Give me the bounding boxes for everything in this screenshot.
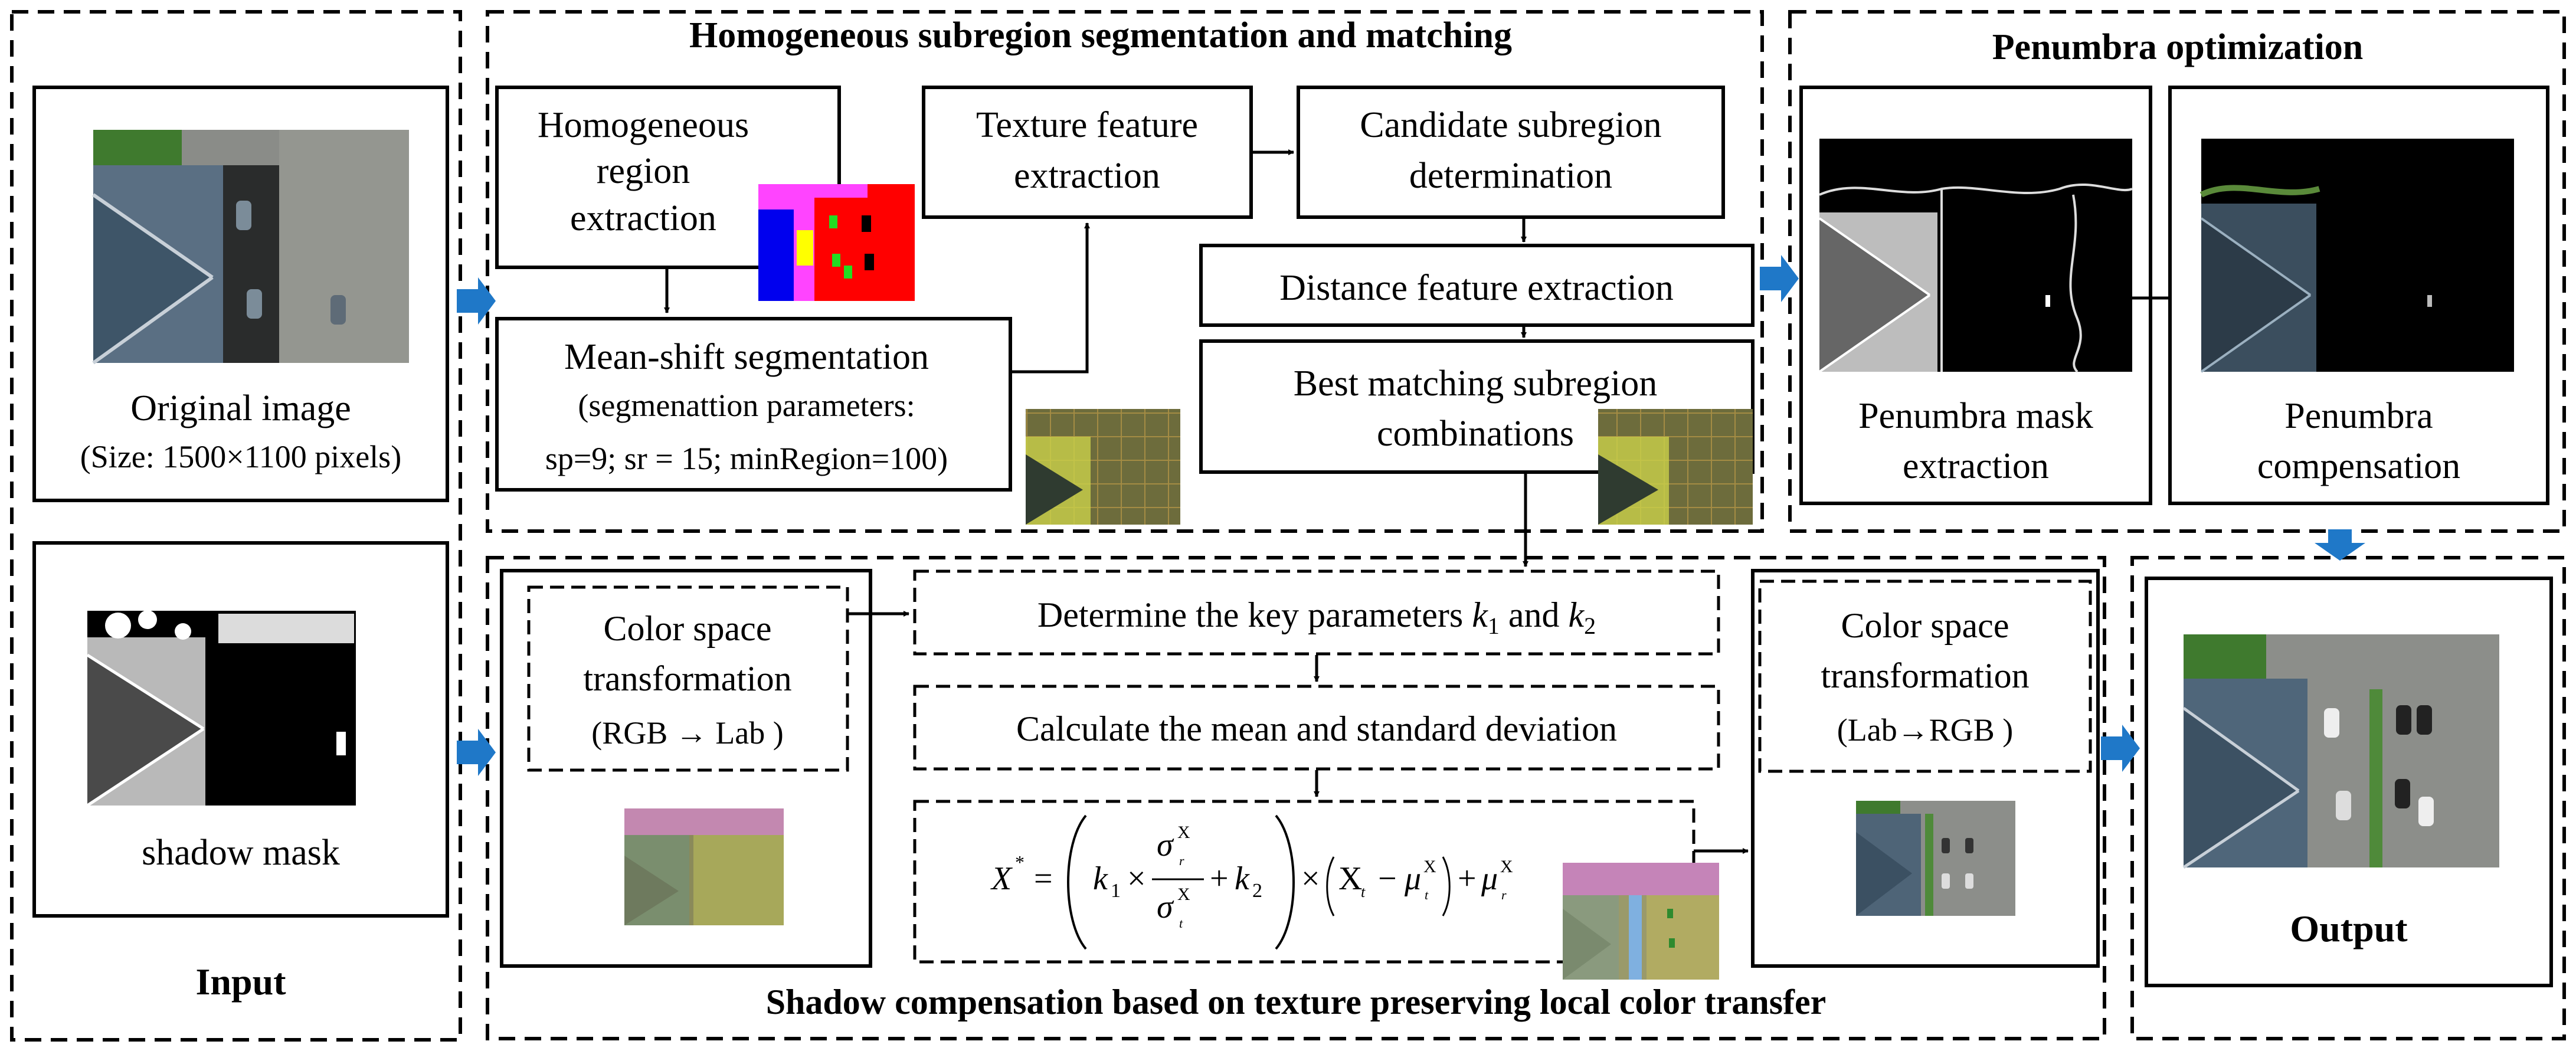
- color-space-lab-rgb-line2: transformation: [1821, 656, 2029, 695]
- formula-mu-t-sup: X: [1423, 857, 1436, 876]
- blue-arrow-input-to-segmentation: [457, 277, 496, 325]
- segmentation-title: Homogeneous subregion segmentation and m…: [689, 15, 1512, 55]
- output-title: Output: [2290, 908, 2408, 949]
- formula-right-paren: [1275, 814, 1295, 950]
- formula-plus1: +: [1210, 860, 1229, 897]
- formula-sigma-num: σ: [1157, 827, 1174, 863]
- penumbra-compensation-line1: Penumbra: [2284, 396, 2433, 436]
- mean-shift-line2: (segmenattion parameters:: [578, 388, 915, 423]
- texture-feature-line2: extraction: [1014, 156, 1160, 196]
- mean-std-label: Calculate the mean and standard deviatio…: [1016, 709, 1617, 748]
- formula-inner-left-paren: [1326, 856, 1335, 916]
- formula-times2: ×: [1301, 860, 1320, 897]
- formula-sigma-den-sup: X: [1177, 885, 1190, 904]
- formula-k1-sub: 1: [1111, 880, 1121, 902]
- distance-feature-label: Distance feature extraction: [1279, 268, 1674, 308]
- region-label-map-image: [758, 184, 915, 301]
- mean-shift-line3: sp=9; sr = 15; minRegion=100): [545, 441, 948, 476]
- formula-sigma-den: σ: [1157, 889, 1174, 925]
- color-space-lab-rgb-line1: Color space: [1841, 606, 2009, 645]
- formula-k2-sub: 2: [1252, 880, 1262, 902]
- formula-lhs: X: [990, 860, 1013, 897]
- formula-left-paren: [1067, 814, 1087, 950]
- formula-k2: k: [1235, 860, 1250, 897]
- color-space-lab-rgb-panel: Color space transformation (Lab→RGB ): [1751, 569, 2100, 968]
- formula-mu-r: μ: [1481, 860, 1498, 897]
- penumbra-title: Penumbra optimization: [1992, 27, 2364, 67]
- shadow-compensation-title: Shadow compensation based on texture pre…: [766, 983, 1827, 1021]
- formula-sigma-den-sub: t: [1179, 916, 1183, 931]
- blue-arrow-input-to-compensation: [457, 729, 496, 776]
- penumbra-mask-image: [1818, 139, 2133, 373]
- formula-xt-sub: t: [1361, 883, 1366, 901]
- original-aerial-image: [92, 130, 409, 365]
- original-image-size-label: (Size: 1500×1100 pixels): [80, 439, 401, 474]
- color-transfer-formula: X * = k 1 × σ X r σ X t + k 2 × X t: [990, 814, 1513, 950]
- texture-feature-box: Texture feature extraction: [922, 86, 1253, 219]
- homogeneous-region-line1: Homogeneous: [538, 105, 749, 145]
- formula-xt: X: [1338, 860, 1362, 897]
- formula-inner-right-paren: [1442, 856, 1451, 916]
- lab-image: [624, 808, 784, 925]
- shadow-mask-image: [86, 610, 356, 807]
- mean-std-box: Calculate the mean and standard deviatio…: [913, 685, 1720, 771]
- shadow-mask-label: shadow mask: [142, 833, 340, 873]
- formula-k1: k: [1093, 860, 1108, 897]
- formula-mu-r-sup: X: [1500, 857, 1513, 876]
- color-space-lab-rgb-line3: (Lab→RGB ): [1837, 712, 2013, 748]
- formula-sigma-num-sup: X: [1177, 823, 1190, 842]
- penumbra-compensation-box: Penumbra compensation: [2168, 86, 2549, 505]
- output-image: [2182, 634, 2499, 869]
- penumbra-mask-box: Penumbra mask extraction: [1799, 86, 2152, 505]
- shadow-compensation-section: [486, 556, 2106, 1040]
- rgb-result-image: [1856, 801, 2015, 916]
- mean-shift-box: Mean-shift segmentation (segmenattion pa…: [495, 317, 1012, 492]
- original-image-label: Original image: [130, 388, 351, 428]
- penumbra-compensation-image: [2199, 139, 2514, 373]
- blue-arrow-segmentation-to-penumbra: [1760, 255, 1799, 302]
- homogeneous-region-line2: region: [597, 151, 690, 191]
- mean-shift-result-image: [1026, 409, 1180, 525]
- blue-arrow-penumbra-to-output: [2315, 529, 2365, 561]
- formula-mu-r-sub: r: [1501, 888, 1507, 902]
- key-parameters-text: Determine the key parameters k1 and k2: [1037, 595, 1596, 639]
- original-image-panel: Original image (Size: 1500×1100 pixels): [32, 86, 449, 502]
- arrow-meanshift-to-texture: [1010, 222, 1090, 374]
- color-space-rgb-lab-line2: transformation: [583, 659, 791, 698]
- color-space-rgb-lab-line1: Color space: [604, 609, 772, 648]
- shadow-mask-panel: shadow mask: [32, 541, 449, 918]
- transferred-lab-image: [1563, 863, 1719, 980]
- best-matching-line1: Best matching subregion: [1294, 364, 1657, 404]
- output-panel: Output: [2145, 577, 2553, 987]
- homogeneous-region-box: Homogeneous region extraction: [495, 86, 841, 269]
- input-title: Input: [196, 961, 287, 1003]
- blue-arrow-compensation-to-output: [2101, 725, 2140, 772]
- penumbra-compensation-line2: compensation: [2257, 446, 2460, 486]
- penumbra-mask-line2: extraction: [1903, 446, 2049, 486]
- candidate-subregion-line1: Candidate subregion: [1360, 105, 1661, 145]
- formula-lhs-sup: *: [1015, 852, 1024, 873]
- formula-mu-t-sub: t: [1425, 888, 1429, 902]
- formula-times1: ×: [1127, 860, 1146, 897]
- key-parameters-box: Determine the key parameters k1 and k2: [913, 569, 1720, 656]
- formula-minus: −: [1378, 860, 1397, 897]
- formula-plus2: +: [1458, 860, 1477, 897]
- color-space-rgb-lab-panel: Color space transformation (RGB → Lab ): [500, 569, 872, 968]
- distance-feature-box: Distance feature extraction: [1199, 244, 1755, 327]
- candidate-subregion-line2: determination: [1409, 156, 1612, 196]
- formula-sigma-num-sub: r: [1179, 853, 1184, 868]
- input-section: [10, 10, 462, 1042]
- formula-eq: =: [1034, 860, 1053, 897]
- homogeneous-region-line3: extraction: [570, 198, 716, 238]
- candidate-subregion-box: Candidate subregion determination: [1297, 86, 1725, 219]
- output-section: [2130, 556, 2566, 1040]
- penumbra-mask-line1: Penumbra mask: [1858, 396, 2093, 436]
- mean-shift-line1: Mean-shift segmentation: [564, 337, 929, 377]
- best-matching-result-image: [1598, 409, 1753, 525]
- color-space-rgb-lab-line3: (RGB → Lab ): [591, 715, 783, 751]
- best-matching-line2: combinations: [1377, 414, 1574, 454]
- texture-feature-line1: Texture feature: [976, 105, 1198, 145]
- formula-mu-t: μ: [1404, 860, 1421, 897]
